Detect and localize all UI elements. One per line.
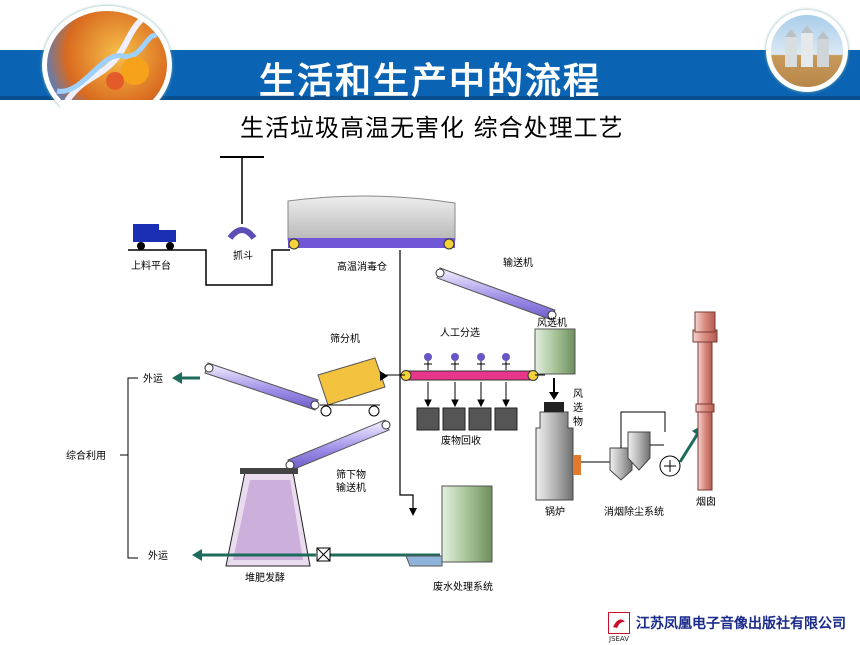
label-export-bottom: 外运 bbox=[148, 550, 168, 562]
drain-arrow bbox=[409, 508, 417, 516]
wastewater-tank-icon bbox=[441, 485, 493, 563]
grab-bucket-icon bbox=[220, 156, 264, 240]
publisher-logo-text: JSEAV bbox=[609, 635, 630, 643]
label-dust-removal: 消烟除尘系统 bbox=[604, 505, 664, 518]
screener-arrow bbox=[380, 371, 388, 381]
publisher-name: 江苏凤凰电子音像出版社有限公司 bbox=[636, 616, 846, 632]
dust-removal-icon bbox=[581, 411, 681, 481]
label-air-sorted-3: 物 bbox=[573, 415, 583, 428]
screener-icon bbox=[317, 357, 386, 417]
disinfection-bin-icon bbox=[287, 195, 456, 250]
conveyor-undersize bbox=[285, 419, 391, 471]
conveyor-export bbox=[204, 362, 320, 411]
label-undersize-2: 输送机 bbox=[336, 481, 366, 494]
label-manual-sorting: 人工分选 bbox=[440, 326, 480, 339]
label-waste-recycling: 废物回收 bbox=[441, 434, 481, 447]
conveyor-top bbox=[435, 267, 557, 321]
label-air-separator: 风选机 bbox=[537, 316, 567, 329]
air-sort-arrowhead bbox=[549, 392, 559, 400]
wastewater-pool bbox=[405, 555, 443, 567]
label-grab-bucket: 抓斗 bbox=[233, 249, 253, 262]
chimney-icon bbox=[692, 311, 718, 491]
label-export-top: 外运 bbox=[143, 373, 163, 385]
label-conveyor: 输送机 bbox=[503, 256, 533, 269]
air-separator-icon bbox=[534, 328, 576, 375]
slide-title: 生活和生产中的流程 bbox=[258, 61, 601, 102]
recycling-bins bbox=[416, 407, 518, 431]
publisher-logo-icon bbox=[608, 612, 630, 634]
label-undersize-1: 筛下物 bbox=[336, 468, 366, 481]
label-disinfection-bin: 高温消毒仓 bbox=[337, 260, 387, 273]
recycling-arrows bbox=[424, 382, 510, 408]
compost-pile-icon bbox=[225, 468, 311, 567]
export-top-arrowhead bbox=[172, 372, 182, 384]
label-comprehensive-use: 综合利用 bbox=[66, 449, 106, 462]
feed-pipe bbox=[186, 249, 290, 286]
label-air-sorted-2: 选 bbox=[573, 401, 583, 414]
drain-pipe bbox=[399, 250, 414, 510]
label-chimney: 烟囱 bbox=[696, 495, 716, 508]
valve-cross bbox=[316, 547, 331, 562]
silo-photo bbox=[766, 10, 848, 92]
label-screener: 筛分机 bbox=[330, 332, 360, 345]
label-air-sorted-1: 风 bbox=[573, 388, 583, 400]
export-bottom-arrowhead bbox=[192, 549, 202, 561]
sorting-belt bbox=[400, 370, 539, 381]
silo-icon bbox=[785, 25, 829, 67]
label-wastewater: 废水处理系统 bbox=[433, 580, 493, 593]
label-loading-platform: 上料平台 bbox=[131, 259, 171, 272]
loading-truck-icon bbox=[128, 224, 186, 251]
label-compost: 堆肥发酵 bbox=[245, 571, 285, 584]
use-bracket bbox=[127, 377, 138, 559]
to-chimney-arrow bbox=[678, 429, 702, 463]
label-boiler: 锅炉 bbox=[545, 506, 565, 518]
workers-icon bbox=[424, 353, 510, 370]
diagram-title: 生活垃圾高温无害化 综合处理工艺 bbox=[240, 114, 624, 142]
boiler-icon bbox=[535, 402, 581, 501]
